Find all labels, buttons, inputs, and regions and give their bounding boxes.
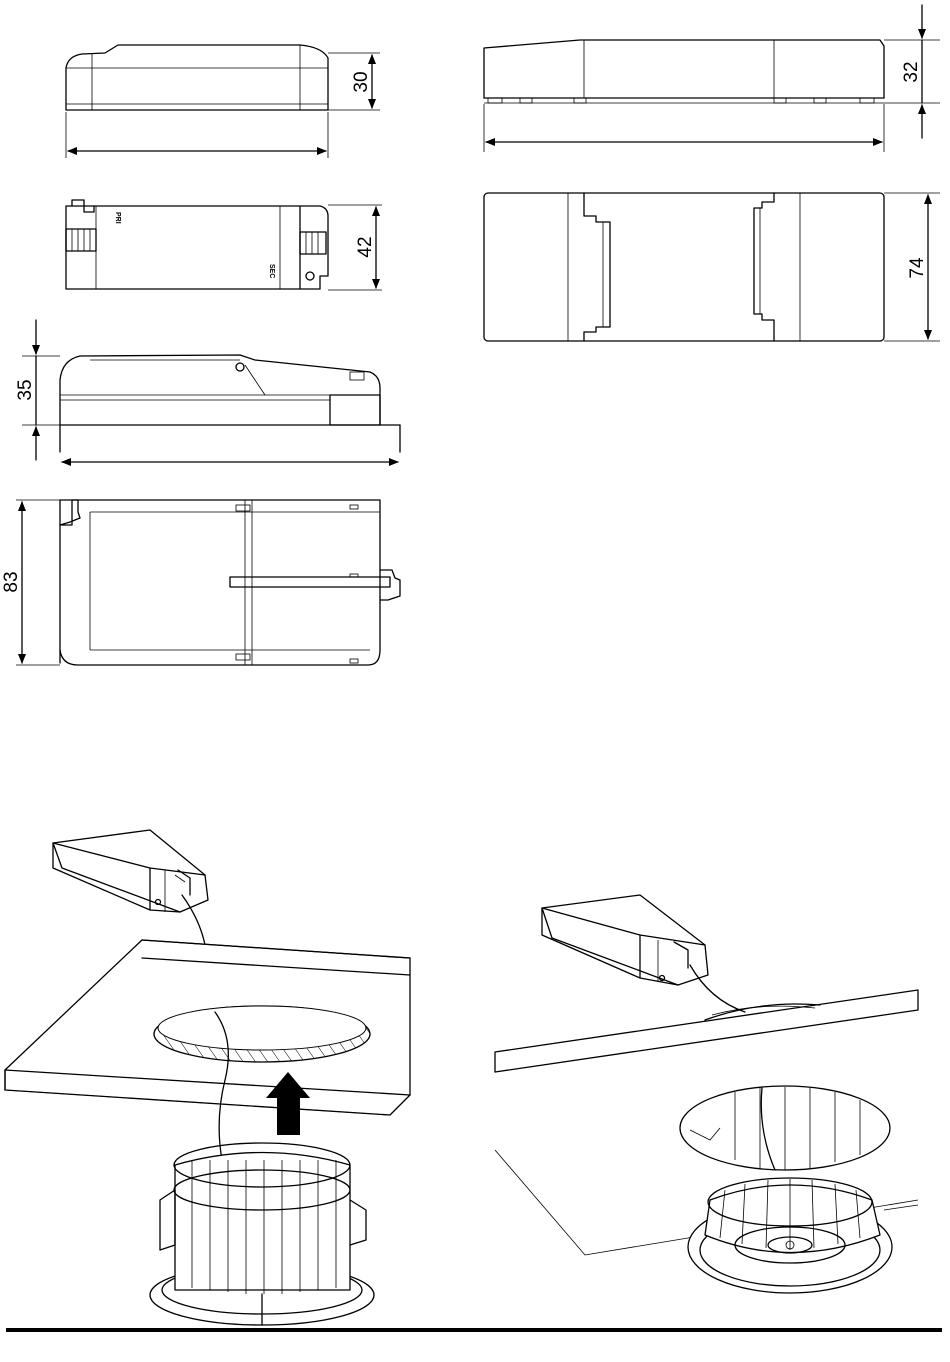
dimension-c-height: 32	[901, 61, 922, 82]
driver-c-top-view: 74	[484, 193, 940, 341]
driver-a-top-view: PRI SEC 42	[66, 200, 382, 290]
dimension-a-height: 30	[351, 71, 372, 92]
secondary-marking: SEC	[268, 264, 275, 278]
dimension-a-depth: 42	[355, 236, 376, 257]
primary-marking: PRI	[114, 212, 121, 224]
driver-b-side-view: 35	[15, 320, 400, 462]
driver-a-side-view: 30	[66, 45, 380, 158]
dimension-b-depth: 83	[1, 571, 22, 592]
dimension-c-depth: 74	[907, 257, 928, 279]
dimension-b-height: 35	[15, 379, 36, 400]
driver-b-top-view: 83	[1, 500, 400, 665]
installation-step-2-illustration	[495, 895, 918, 1293]
installation-step-1-illustration	[5, 830, 410, 1325]
driver-c-side-view: 32	[484, 5, 940, 152]
